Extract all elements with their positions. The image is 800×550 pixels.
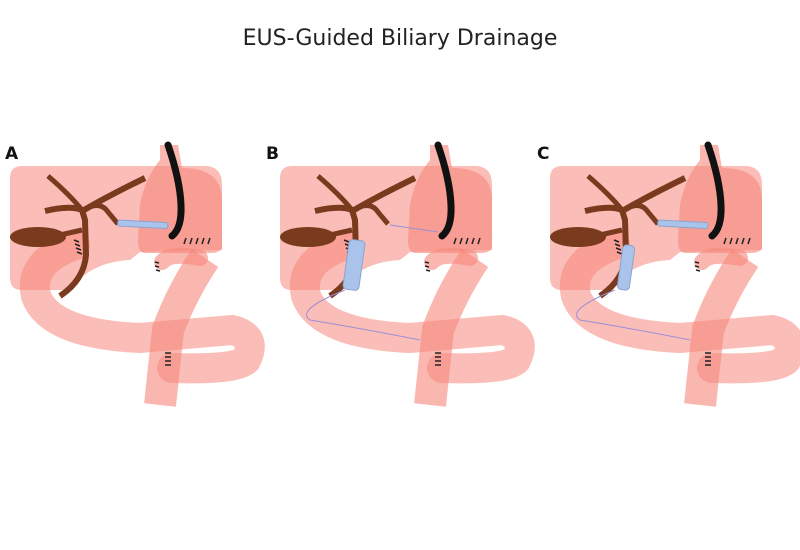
panel-c bbox=[550, 145, 790, 405]
panel-a bbox=[10, 145, 250, 405]
panel-label-a: A bbox=[5, 144, 19, 164]
stent-gastric bbox=[657, 219, 709, 230]
panel-b bbox=[280, 145, 520, 405]
stent bbox=[117, 219, 169, 230]
panel-label-b: B bbox=[266, 144, 279, 164]
guidewire bbox=[306, 289, 421, 341]
page-title: EUS-Guided Biliary Drainage bbox=[242, 26, 558, 51]
stent-duct bbox=[617, 244, 636, 291]
stent bbox=[342, 239, 366, 291]
panel-label-c: C bbox=[537, 144, 550, 164]
